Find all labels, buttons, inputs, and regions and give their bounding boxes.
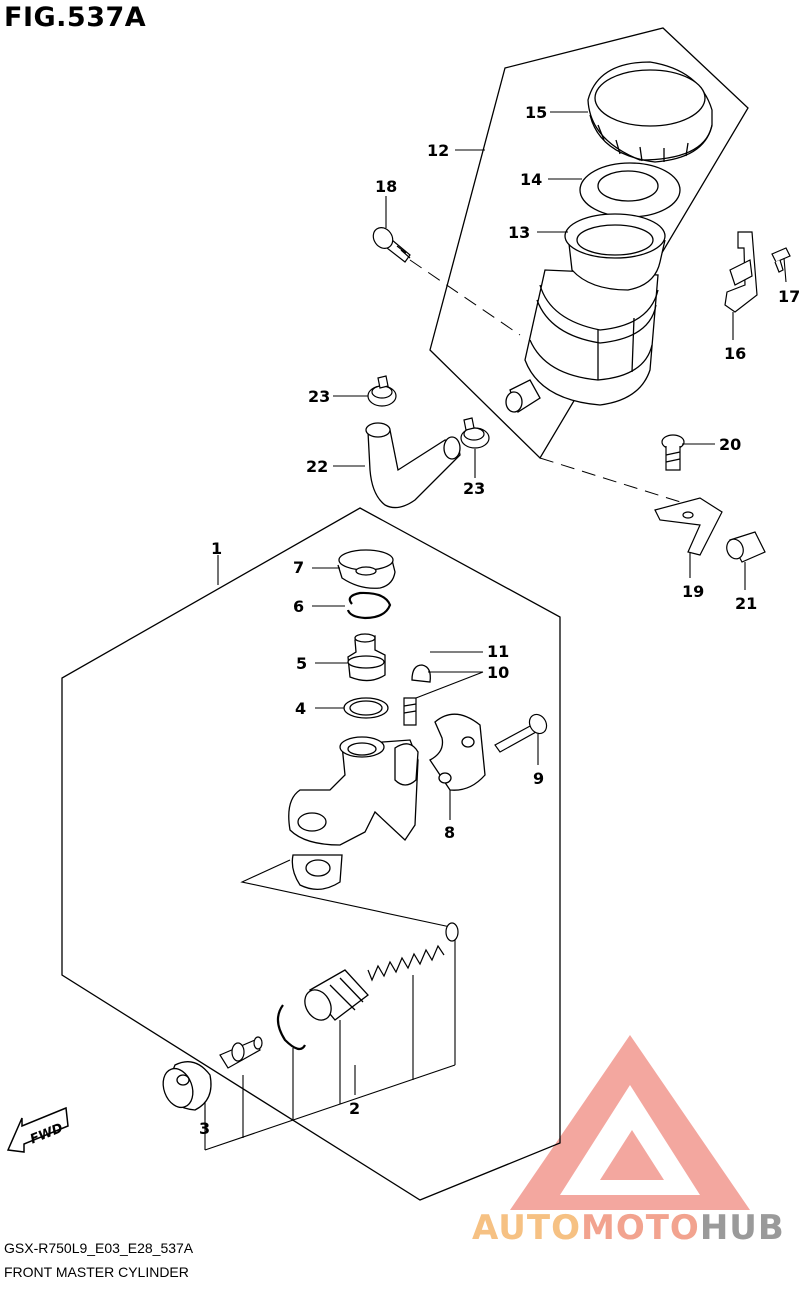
callout-15: 15 [525,103,547,122]
watermark-logo-icon [510,1035,750,1210]
circlip-piston [276,1004,306,1051]
reservoir-hose [365,422,461,509]
callout-2: 2 [349,1099,360,1118]
circlip-6 [346,591,392,620]
figure-title: FIG.537A [4,2,147,33]
callout-11: 11 [487,642,509,661]
master-cylinder-body [288,736,419,890]
callout-3: 3 [199,1119,210,1138]
master-cylinder-group-outline [61,507,561,1201]
push-rod [219,1036,263,1069]
callout-14: 14 [520,170,542,189]
bleeder-cap-11 [411,664,431,683]
callout-4: 4 [295,699,306,718]
callout-19: 19 [682,582,704,601]
bolt-18 [372,227,411,263]
dust-boot-3 [162,1061,212,1111]
callout-23-lower: 23 [463,479,485,498]
reservoir-cap [587,61,713,163]
bracket-16 [724,231,758,313]
callout-22: 22 [306,457,328,476]
brand-part-hub: HUB [699,1208,785,1248]
callout-6: 6 [293,597,304,616]
hose-clamp-upper [367,375,397,407]
piston-tray-lines [204,859,456,1151]
callout-8: 8 [444,823,455,842]
boot-7 [337,549,396,589]
callout-10: 10 [487,663,509,682]
callout-1: 1 [211,539,222,558]
hose-clamp-lower [460,417,490,449]
collar-21 [726,531,766,563]
screw-17 [771,247,791,273]
callout-13: 13 [508,223,530,242]
callout-18: 18 [375,177,397,196]
figure-code: GSX-R750L9_E03_E28_537A [4,1240,194,1256]
brand-wordmark: AUTOMOTOHUB [472,1208,785,1248]
callout-23-upper: 23 [308,387,330,406]
callout-21: 21 [735,594,757,613]
callout-17: 17 [778,287,800,306]
bracket-19 [654,497,723,556]
holder-8 [429,713,486,791]
diaphragm-plate [579,162,681,218]
o-ring-4 [343,697,389,719]
piston [304,969,369,1021]
brand-part-moto: MOTO [580,1208,700,1248]
fwd-arrow-icon: FWD [6,1106,69,1153]
brand-part-auto: AUTO [472,1208,581,1248]
leader-lines [204,111,787,1120]
callout-5: 5 [296,654,307,673]
bolt-9 [494,713,548,753]
callout-16: 16 [724,344,746,363]
bolt-20 [661,434,685,471]
figure-caption: FRONT MASTER CYLINDER [4,1264,189,1280]
piston-spring [367,922,459,982]
connector-5 [347,633,386,682]
callout-12: 12 [427,141,449,160]
guide-lines [409,259,691,506]
callout-labels: 1 2 3 4 5 6 7 8 9 10 11 12 13 14 15 16 1… [199,103,800,1138]
callout-20: 20 [719,435,741,454]
reservoir-body [505,213,666,413]
callout-7: 7 [293,558,304,577]
bleeder-valve-10 [403,697,417,726]
callout-9: 9 [533,769,544,788]
